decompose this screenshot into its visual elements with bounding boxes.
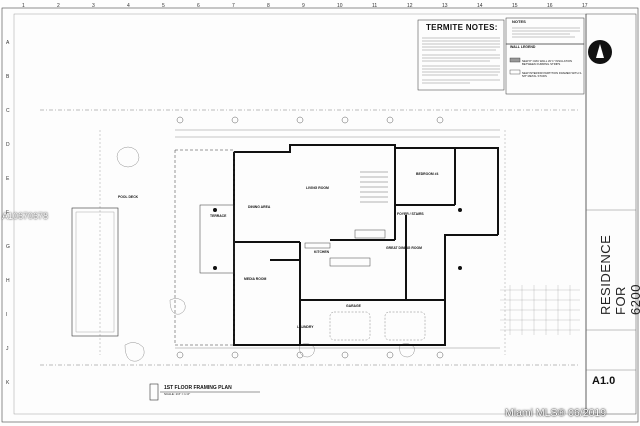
room-label: BEDROOM #4 [416, 172, 439, 176]
room-label: MEDIA ROOM [244, 277, 267, 281]
ruler-letter: I [6, 312, 8, 318]
ruler-number: 14 [477, 3, 483, 9]
firm-logo [588, 40, 612, 64]
ruler-number: 9 [302, 3, 305, 9]
room-label: GARAGE [346, 304, 361, 308]
project-title-line2: 6200 ALTON, LLC [628, 284, 640, 315]
room-label: LIVING ROOM [306, 186, 329, 190]
mls-listing-id: A10670678 [2, 211, 49, 221]
room-label: GREAT DINING ROOM [386, 246, 422, 250]
room-label: TERRACE [210, 214, 227, 218]
ruler-number: 10 [337, 3, 343, 9]
ruler-number: 4 [127, 3, 130, 9]
ruler-letter: E [6, 176, 10, 182]
ruler-number: 5 [162, 3, 165, 9]
plan-scale: SCALE: 1/4" = 1'-0" [164, 392, 191, 396]
room-label: LAUNDRY [297, 325, 314, 329]
ruler-letter: B [6, 74, 10, 80]
ruler-number: 15 [512, 3, 518, 9]
room-label: POOL DECK [118, 195, 139, 199]
ruler-number: 2 [57, 3, 60, 9]
ruler-letter: K [6, 380, 10, 386]
ruler-number: 7 [232, 3, 235, 9]
ruler-letter: D [6, 142, 10, 148]
project-title-line1: RESIDENCE FOR [598, 234, 628, 315]
mls-watermark: Miami MLS® 06/2019 [505, 407, 607, 419]
termite-notes-title: TERMITE NOTES: [426, 23, 498, 32]
ruler-number: 16 [547, 3, 553, 9]
ruler-letter: F [6, 210, 10, 216]
wall-legend-title: WALL LEGEND [510, 45, 536, 49]
ruler-number: 17 [582, 3, 588, 9]
plan-title: 1ST FLOOR FRAMING PLAN [164, 385, 232, 391]
legend-item-cmu: NEW 8" CMU WALL W/ 1" INSULATION BETWEEN… [522, 59, 573, 66]
ruler-letter: C [6, 108, 10, 114]
ruler-number: 13 [442, 3, 448, 9]
ruler-number: 11 [372, 3, 378, 9]
ruler-number: 12 [407, 3, 413, 9]
notes-label: NOTES [512, 19, 526, 24]
ruler-letter: A [6, 40, 10, 46]
room-label: KITCHEN [314, 250, 330, 254]
sheet-number: A1.0 [592, 375, 616, 387]
ruler-letter: G [6, 244, 10, 250]
ruler-number: 6 [197, 3, 200, 9]
ruler-number: 8 [267, 3, 270, 9]
legend-item-partition: NEW INTERIOR PARTITION FRAMED WITH 3-5/8… [522, 71, 582, 78]
project-title: RESIDENCE FOR 6200 ALTON, LLC [598, 235, 640, 315]
room-label: DINING AREA [248, 205, 271, 209]
ruler-letter: H [6, 278, 10, 284]
ruler-number: 1 [22, 3, 25, 9]
room-label: FOYER / STAIRS [397, 212, 424, 216]
ruler-number: 3 [92, 3, 95, 9]
ruler-letter: J [6, 346, 9, 352]
